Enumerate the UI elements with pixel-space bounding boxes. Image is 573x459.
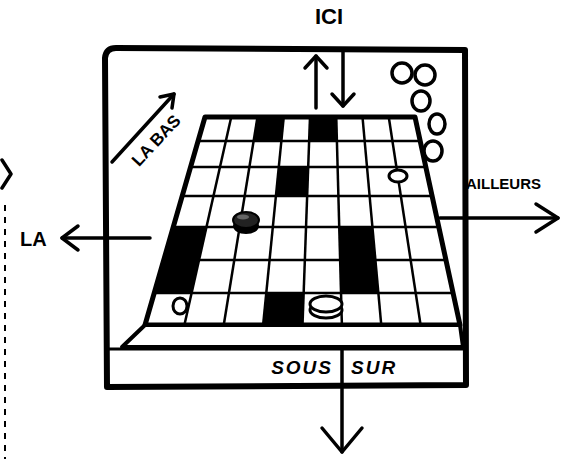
spare-piece bbox=[412, 91, 430, 111]
arrows bbox=[2, 52, 558, 452]
spare-piece bbox=[429, 114, 445, 134]
direction-label: LA BAS bbox=[128, 111, 183, 168]
direction-label: LA bbox=[20, 229, 47, 249]
arrow-head bbox=[305, 56, 327, 68]
band-text: SOUS bbox=[271, 358, 333, 377]
edge-mark bbox=[2, 160, 11, 188]
spare-piece bbox=[424, 141, 442, 161]
white-piece bbox=[310, 296, 342, 312]
arrow-head bbox=[536, 204, 558, 232]
black-piece bbox=[233, 212, 259, 228]
dark-square bbox=[309, 117, 337, 141]
board-outline bbox=[145, 117, 460, 325]
dark-square bbox=[263, 293, 304, 325]
arrow-up bbox=[314, 56, 318, 108]
dashed-line bbox=[4, 205, 6, 459]
grid-line bbox=[303, 117, 311, 325]
white-piece bbox=[173, 298, 187, 314]
arrow-head bbox=[322, 428, 362, 452]
band: SOUS SUR bbox=[110, 351, 463, 383]
arrow-head bbox=[62, 226, 78, 250]
arrow-down bbox=[341, 52, 345, 106]
grid-line bbox=[363, 117, 382, 325]
direction-label: AILLEURS bbox=[466, 176, 541, 191]
grid bbox=[154, 117, 453, 325]
band-text: SUR bbox=[351, 358, 397, 377]
board-base bbox=[108, 348, 465, 351]
grid-line bbox=[389, 117, 421, 325]
arrow-bottom bbox=[340, 349, 344, 452]
spare-piece bbox=[415, 65, 435, 85]
white-piece bbox=[389, 170, 407, 182]
grid-line bbox=[184, 117, 231, 325]
direction-label: ICI bbox=[315, 6, 343, 28]
spare-piece bbox=[392, 63, 412, 83]
spare-pieces bbox=[392, 63, 445, 161]
arrow-head bbox=[332, 94, 354, 106]
grid-line bbox=[263, 117, 284, 325]
grid-line bbox=[336, 117, 342, 325]
dark-square bbox=[276, 167, 308, 196]
arrow-right bbox=[440, 216, 558, 220]
arrow-head bbox=[160, 94, 174, 108]
frame bbox=[105, 48, 466, 387]
arrow-left bbox=[62, 236, 150, 240]
piece-highlight bbox=[237, 215, 249, 220]
board-front bbox=[122, 325, 463, 347]
